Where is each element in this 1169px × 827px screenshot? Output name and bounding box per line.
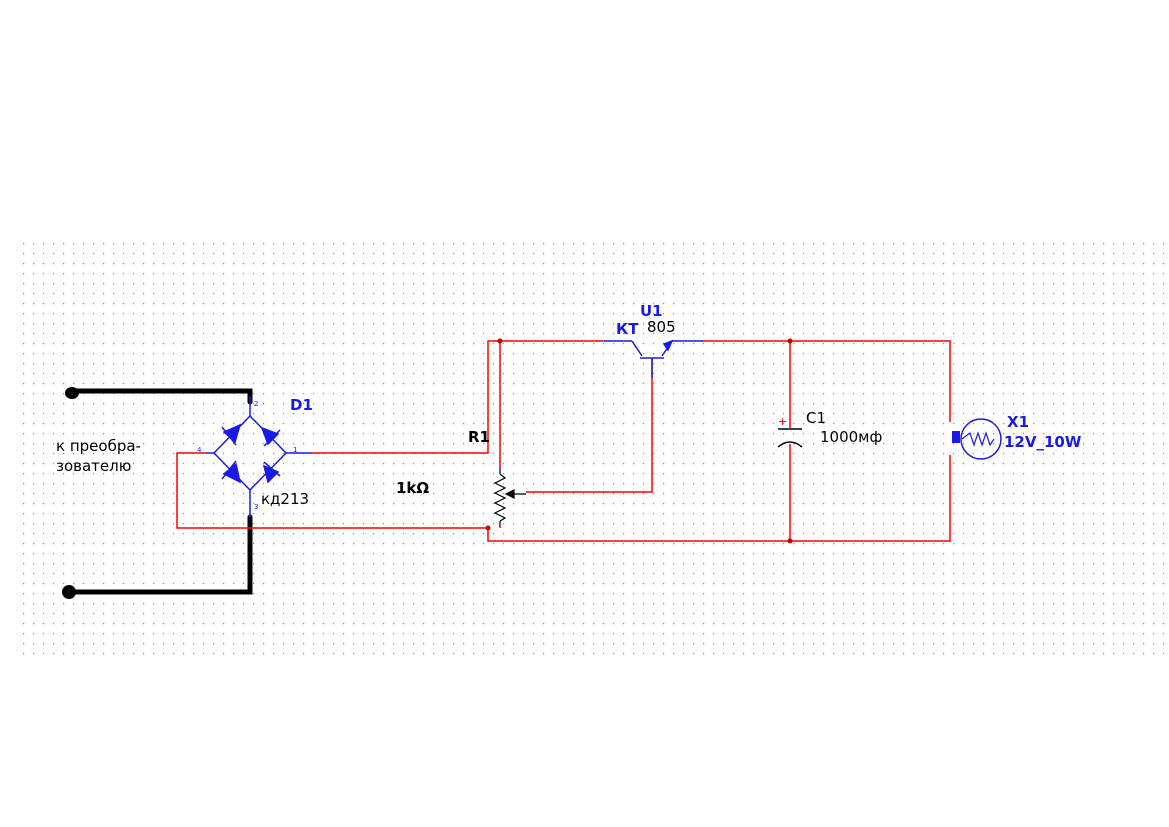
pot-value-label: 1kΩ: [396, 479, 429, 497]
cap-polarity-mark: +: [778, 415, 787, 428]
wire-wiper-base[interactable]: [526, 359, 653, 493]
transistor-ref-label: U1: [640, 302, 663, 320]
junction-dot: [787, 538, 793, 544]
lamp-x1[interactable]: [952, 418, 1002, 460]
lamp-ref-label: X1: [1007, 413, 1029, 431]
wire-bridge-minus[interactable]: [176, 452, 488, 529]
input-label-line2: зователю: [56, 457, 131, 475]
diode-bridge-d1[interactable]: [206, 396, 312, 517]
wire-bottom-rail[interactable]: [487, 455, 951, 542]
bridge-pin-right: 1: [293, 446, 297, 454]
bridge-pin-left: 4: [197, 446, 202, 454]
bridge-type-label: кд213: [261, 490, 309, 508]
capacitor-c1[interactable]: [777, 428, 803, 448]
input-label-line1: к преобра-: [56, 437, 141, 455]
wire-bridge-plus[interactable]: [312, 340, 604, 454]
cap-value-label: 1000мф: [820, 428, 882, 446]
junction-dot: [787, 338, 793, 344]
bridge-pin-top: 2: [254, 400, 258, 408]
pot-ref-label: R1: [468, 428, 490, 446]
input-lead-bottom[interactable]: [67, 514, 253, 595]
junction-dot: [497, 338, 503, 344]
transistor-u1[interactable]: [604, 339, 704, 378]
junctions: [485, 338, 793, 544]
input-terminal-top[interactable]: [65, 387, 79, 399]
lamp-value-label: 12V_10W: [1004, 433, 1082, 451]
input-terminal-bottom[interactable]: [62, 585, 76, 599]
transistor-number-label: 805: [647, 318, 676, 336]
cap-ref-label: C1: [806, 409, 826, 427]
wires: [176, 340, 951, 542]
junction-dot: [485, 525, 491, 531]
potentiometer-r1[interactable]: [493, 468, 526, 526]
bridge-ref-label: D1: [290, 396, 313, 414]
grid-area: [20, 238, 1169, 658]
bridge-pin-bottom: 3: [254, 503, 258, 511]
transistor-prefix-label: КТ: [616, 320, 639, 338]
wire-emitter-out[interactable]: [704, 340, 951, 422]
